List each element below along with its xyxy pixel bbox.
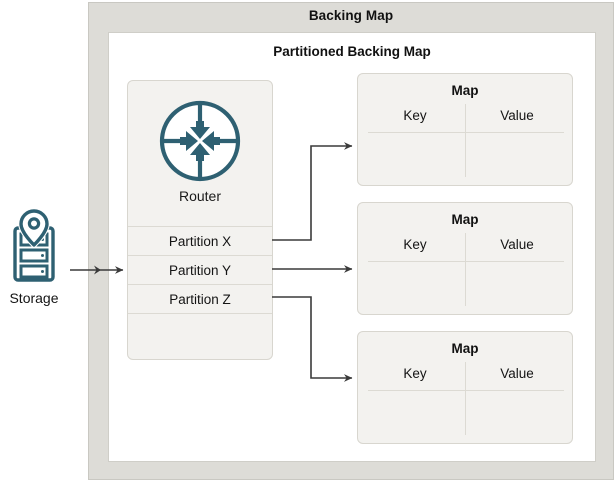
partitioned-backing-map-title: Partitioned Backing Map xyxy=(273,44,431,59)
partition-row[interactable]: Partition Y xyxy=(128,255,272,284)
storage-label: Storage xyxy=(9,290,59,306)
partition-row[interactable]: Partition Z xyxy=(128,284,272,313)
router-label: Router xyxy=(178,188,222,204)
map-value-header: Value xyxy=(500,237,534,252)
map-key-header: Key xyxy=(403,366,427,381)
map-column-divider xyxy=(465,362,466,435)
backing-map-title: Backing Map xyxy=(308,8,394,23)
map-key-header: Key xyxy=(403,237,427,252)
map-card: Map Key Value xyxy=(357,331,573,444)
map-title: Map xyxy=(451,83,479,98)
map-column-divider xyxy=(465,233,466,306)
router-converging-arrows-icon xyxy=(127,92,273,190)
storage-server-pin-icon xyxy=(6,208,62,288)
map-header-rule xyxy=(368,390,564,391)
map-column-divider xyxy=(465,104,466,177)
map-value-header: Value xyxy=(500,366,534,381)
map-title: Map xyxy=(451,212,479,227)
map-title: Map xyxy=(451,341,479,356)
partition-row-empty xyxy=(128,313,272,342)
map-card: Map Key Value xyxy=(357,73,573,186)
map-key-header: Key xyxy=(403,108,427,123)
partition-list: Partition X Partition Y Partition Z xyxy=(128,226,272,342)
partition-row[interactable]: Partition X xyxy=(128,226,272,255)
map-header-rule xyxy=(368,132,564,133)
map-header-rule xyxy=(368,261,564,262)
map-value-header: Value xyxy=(500,108,534,123)
storage-node: Storage xyxy=(2,208,66,306)
map-card: Map Key Value xyxy=(357,202,573,315)
